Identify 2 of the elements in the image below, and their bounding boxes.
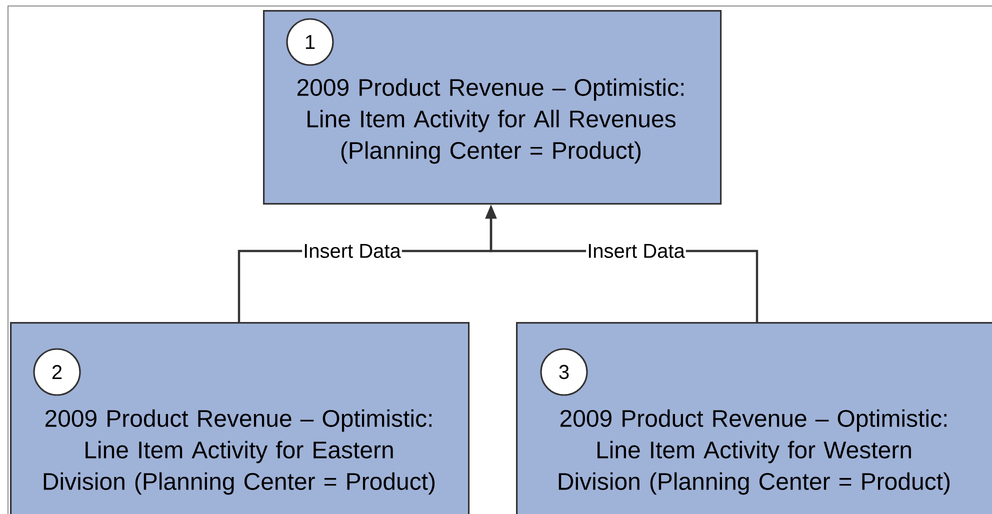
edge-label: Insert Data [586,243,686,259]
edge-label: Insert Data [302,243,402,259]
